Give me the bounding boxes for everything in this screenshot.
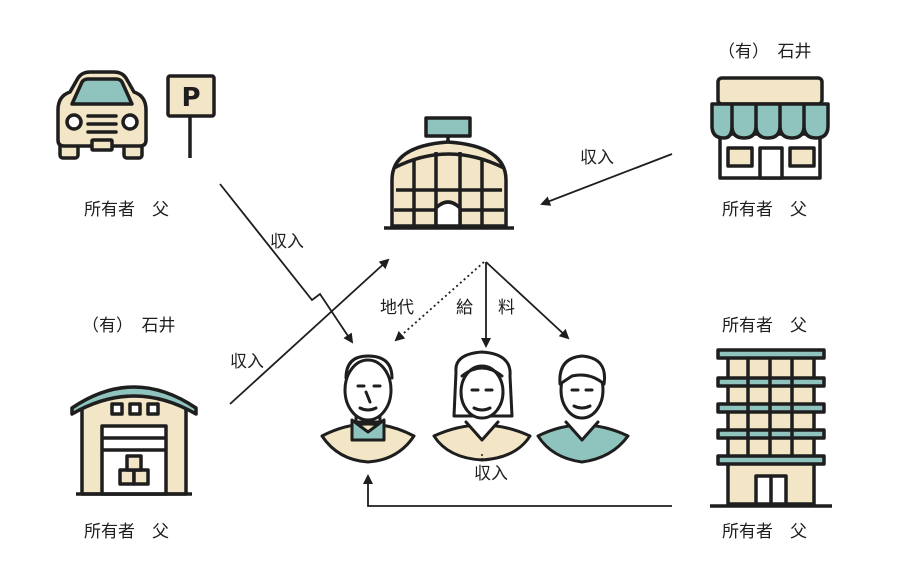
car-owner-label: 所有者 父 [84, 200, 169, 220]
warehouse-owner-label: 所有者 父 [84, 522, 169, 542]
parking-sign-icon: P [166, 74, 216, 158]
salary-label-2: 料 [498, 298, 515, 318]
apartment-owner-label-bottom: 所有者 父 [722, 522, 807, 542]
mother-icon [432, 350, 532, 462]
svg-text:P: P [181, 83, 200, 113]
car-income-label: 収入 [270, 232, 304, 252]
arrow-warehouse-income [229, 258, 390, 405]
arrow-car-income [219, 183, 354, 344]
people-income-label: 収入 [474, 464, 508, 484]
warehouse-company-label: （有） 石井 [82, 316, 176, 336]
ground-rent-label: 地代 [380, 298, 414, 318]
arrow-apartment-income [363, 474, 672, 507]
warehouse-icon [70, 385, 198, 496]
car-icon [56, 70, 148, 160]
father-icon [320, 354, 416, 464]
apartment-icon [710, 348, 832, 508]
apartment-owner-label-top: 所有者 父 [722, 316, 807, 336]
shop-owner-label: 所有者 父 [722, 200, 807, 220]
company-building-icon [384, 116, 514, 230]
warehouse-income-label: 収入 [230, 352, 264, 372]
shop-income-label: 収入 [580, 148, 614, 168]
salary-label-1: 給 [456, 298, 473, 318]
arrow-shop-income [540, 153, 673, 206]
son-icon [536, 354, 630, 464]
shop-icon [710, 76, 830, 180]
arrow-salary [481, 261, 570, 348]
shop-company-label: （有） 石井 [718, 42, 812, 62]
